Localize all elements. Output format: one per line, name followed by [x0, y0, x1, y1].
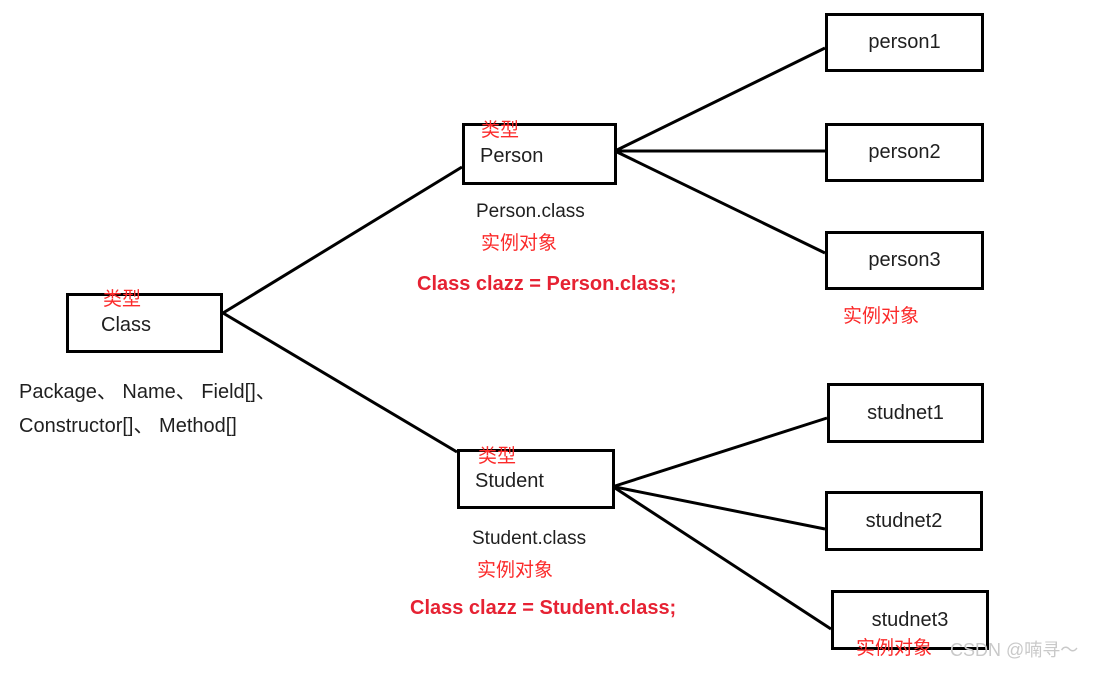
student-instance-caption: 实例对象: [477, 560, 554, 581]
edge-person-to-person1: [616, 46, 826, 152]
student-class-box: [457, 449, 615, 509]
class-members-line1: Package、 Name、 Field[]、: [19, 381, 276, 403]
instance-label-person1: person1: [868, 31, 941, 53]
instance-box-studnet2: studnet2: [825, 491, 983, 551]
student-class-file: Student.class: [472, 528, 587, 549]
person-box-label: Person: [480, 145, 544, 167]
person-class-box: [462, 123, 617, 185]
instance-box-person1: person1: [825, 13, 984, 72]
edge-person-to-person3: [616, 150, 826, 255]
student-instances-caption: 实例对象: [856, 638, 933, 659]
person-statement: Class clazz = Person.class;: [417, 273, 677, 295]
student-statement: Class clazz = Student.class;: [410, 597, 677, 619]
csdn-watermark: CSDN @喃寻～: [950, 640, 1079, 660]
person-class-file: Person.class: [476, 201, 585, 222]
edge-student-to-studnet2: [614, 485, 826, 531]
instance-label-person2: person2: [868, 141, 941, 163]
edge-class-to-person: [222, 165, 463, 315]
class-box-label: Class: [101, 314, 152, 336]
class-members-line2: Constructor[]、 Method[]: [19, 415, 237, 437]
person-instance-caption: 实例对象: [481, 233, 558, 254]
class-type-tag: 类型: [103, 289, 142, 310]
instance-box-person3: person3: [825, 231, 984, 290]
instance-label-person3: person3: [868, 249, 941, 271]
instance-label-studnet3: studnet3: [871, 608, 949, 631]
instance-label-studnet2: studnet2: [865, 509, 943, 532]
edge-class-to-student: [222, 311, 458, 454]
instance-box-studnet1: studnet1: [827, 383, 984, 443]
student-type-tag: 类型: [478, 446, 517, 467]
person-instances-caption: 实例对象: [843, 306, 920, 327]
instance-box-person2: person2: [825, 123, 984, 182]
instance-label-studnet1: studnet1: [867, 401, 944, 424]
edge-student-to-studnet1: [614, 416, 828, 488]
edge-student-to-studnet3: [614, 486, 832, 631]
student-box-label: Student: [475, 470, 544, 492]
class-box: [66, 293, 223, 353]
instance-box-studnet3: studnet3: [831, 590, 989, 650]
person-type-tag: 类型: [481, 120, 520, 141]
